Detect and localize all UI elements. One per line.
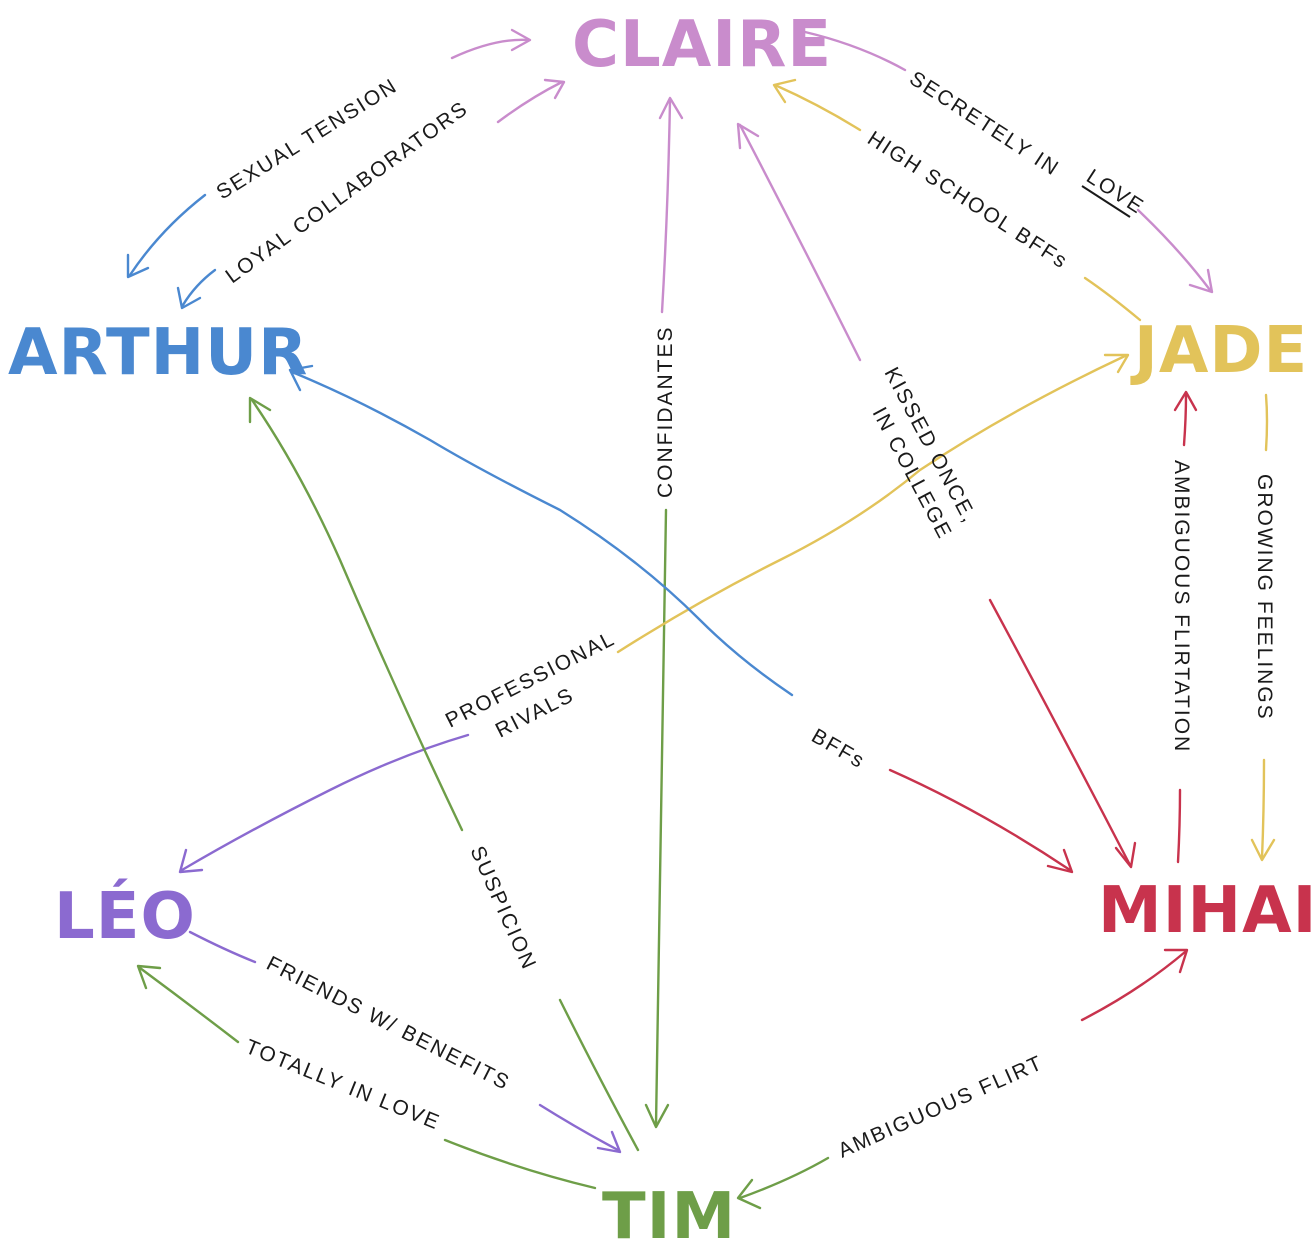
edge-mihail-claire-kissed	[738, 123, 862, 362]
node-leo: LÉO	[54, 878, 196, 954]
edge-leo-tim-fwb-2	[538, 1103, 620, 1152]
edge-jade-claire-bffs	[1083, 276, 1142, 322]
edge-jade-claire-bffs-2	[773, 83, 862, 132]
arrowhead-to-jade-3	[1103, 353, 1130, 374]
edge-jade-mihail-growing-2	[1260, 758, 1266, 860]
node-tim: TIM	[602, 1180, 736, 1254]
label-bffs: BFFs	[808, 724, 870, 773]
arrowhead-to-claire-5	[736, 122, 760, 150]
love-underline	[1081, 185, 1131, 218]
edge-claire-arthur-loyal	[181, 268, 217, 307]
label-suspicion: SUSPICION	[465, 843, 540, 974]
arrowhead-to-arthur-4	[248, 396, 272, 424]
node-jade: JADE	[1130, 314, 1308, 388]
arrowhead-to-jade-2	[1173, 390, 1198, 412]
edge-jade-leo-rivals	[180, 733, 470, 872]
arrowhead-to-leo-1	[178, 848, 204, 874]
edge-jade-mihail-growing	[1264, 393, 1269, 452]
edge-mihail-jade-flirtation	[1176, 788, 1182, 864]
label-growing-feelings: GROWING FEELINGS	[1253, 474, 1276, 721]
arrowhead-to-claire-3	[772, 78, 797, 104]
label-ambiguous-flirtation: AMBIGUOUS FLIRTATION	[1170, 460, 1193, 753]
edge-mihail-jade-flirtation-2	[1182, 393, 1188, 447]
arrowhead-to-arthur-1	[126, 253, 150, 279]
arrowhead-to-mihail-1	[1114, 841, 1137, 869]
arrowhead-to-tim-2	[596, 1130, 622, 1154]
edge-tim-claire-confidantes-up	[660, 98, 672, 314]
edge-claire-jade-secret	[803, 30, 907, 72]
edge-arthur-claire-tension	[450, 38, 530, 60]
edge-leo-jade-rivals	[616, 354, 1127, 654]
edge-claire-mihail-kissed	[988, 598, 1132, 867]
edge-claire-arthur-tension	[128, 193, 207, 277]
edge-leo-tim-fwb	[188, 930, 257, 964]
arrowhead-to-tim-3	[736, 1178, 762, 1210]
edge-mihail-tim-flirt	[738, 1156, 830, 1200]
arrowhead-to-claire-4	[658, 96, 684, 120]
arrowhead-to-arthur-2	[176, 286, 202, 310]
arrowhead-to-arthur-3	[288, 364, 314, 392]
edge-tim-leo-love-2	[138, 966, 240, 1044]
edge-arthur-mihail-bffs	[888, 768, 1072, 872]
edge-mihail-arthur-bffs	[290, 370, 794, 697]
arrowhead-to-mihail-3	[1046, 848, 1074, 874]
node-claire: CLAIRE	[572, 8, 832, 82]
label-confidantes: CONFIDANTES	[654, 325, 677, 498]
label-ambiguous-flirt: AMBIGUOUS FLIRT	[835, 1051, 1047, 1162]
edge-claire-jade-secret-2	[1136, 208, 1212, 292]
edge-arthur-claire-loyal	[496, 80, 564, 124]
arrowhead-to-leo-2	[136, 964, 162, 990]
label-totally-in-love: TOTALLY IN LOVE	[242, 1035, 444, 1134]
arrowhead-to-claire-1	[510, 28, 532, 52]
arrowhead-to-claire-2	[543, 78, 566, 100]
edge-tim-leo-love	[443, 1138, 597, 1190]
node-arthur: ARTHUR	[8, 316, 308, 390]
edge-claire-tim-confidantes-down	[654, 508, 668, 1127]
edge-tim-arthur-suspicion	[558, 998, 640, 1152]
arrowhead-to-mihail-4	[1163, 948, 1189, 974]
arrowhead-to-jade-1	[1188, 268, 1214, 294]
arrowhead-to-tim-1	[644, 1103, 670, 1129]
edge-tim-arthur-suspicion-2	[250, 398, 464, 832]
arrowhead-to-mihail-2	[1250, 838, 1276, 862]
edge-tim-mihail-flirt	[1080, 950, 1187, 1022]
